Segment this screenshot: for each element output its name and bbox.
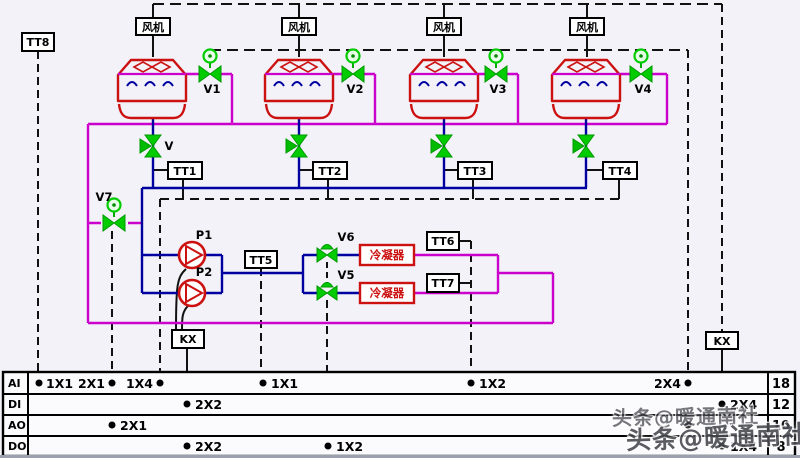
valve-v6-label: V6 <box>338 230 355 244</box>
sensor-tt4: TT4 <box>602 161 638 180</box>
valve-v4-label: V4 <box>635 82 652 96</box>
cooling-tower-2 <box>263 58 335 120</box>
sensor-tt2-label: TT2 <box>319 165 342 178</box>
do-terminal: 2X2 <box>195 439 222 454</box>
relay-box-left: KX <box>171 329 205 349</box>
condenser-2-label: 冷凝器 <box>370 286 405 300</box>
io-count-ai: 18 <box>772 377 790 392</box>
do-terminal: 1X4 <box>730 439 757 454</box>
ai-terminal: 1X1 <box>271 376 298 391</box>
valve-v1: V1 <box>197 48 223 96</box>
supply-pipes <box>86 72 669 325</box>
ai-terminal: 1X1 <box>46 376 73 391</box>
di-terminal: 2X4 <box>730 397 757 412</box>
valve-v2: V2 <box>340 48 366 96</box>
io-count-do: 8 <box>776 440 785 455</box>
tower-outlet-valve-2 <box>285 134 308 158</box>
sensor-tt4-label: TT4 <box>609 165 632 178</box>
tower-outlet-valve-3 <box>430 134 453 158</box>
valve-v5-label: V5 <box>338 268 355 282</box>
valve-v6: V6 <box>316 230 355 263</box>
valve-v3: V3 <box>483 48 509 96</box>
sensor-tt5: TT5 <box>244 250 278 269</box>
cooling-tower-3 <box>408 58 480 120</box>
fan-box-1: 风机 <box>135 17 171 36</box>
valve-v7-label: V7 <box>96 190 113 204</box>
sensor-tt3-label: TT3 <box>464 165 487 178</box>
sensor-tt5-label: TT5 <box>250 254 273 267</box>
bottom-border <box>0 455 800 458</box>
fan-box-3: 风机 <box>426 17 462 36</box>
watermark: 头条@暖通南社 <box>625 419 800 456</box>
sensor-tt1-label: TT1 <box>174 165 197 178</box>
io-row-do-label: DO <box>8 440 26 453</box>
sensor-tt8: TT8 <box>21 32 55 52</box>
tower-outlet-valve-4 <box>572 134 595 158</box>
fan-label: 风机 <box>433 20 455 34</box>
relay-left-label: KX <box>179 333 197 346</box>
io-row-ai-label: AI <box>8 377 21 390</box>
cooling-tower-1 <box>116 58 188 120</box>
relay-box-right: KX <box>705 331 739 350</box>
sensor-tt6: TT6 <box>426 231 460 251</box>
io-row-di-label: DI <box>8 398 21 411</box>
io-terminal-dots <box>35 379 726 450</box>
io-table: AI DI AO DO 18 12 10 8 1X1 2X1 1X4 1X1 1… <box>1 370 797 458</box>
sensor-tt3: TT3 <box>457 161 493 180</box>
fan-box-2: 风机 <box>281 17 317 36</box>
relay-right-label: KX <box>713 335 731 348</box>
cooling-tower-4 <box>550 58 622 120</box>
valve-v-label: V <box>165 139 174 153</box>
ao-terminal: 2X1 <box>120 418 147 433</box>
fan-label: 风机 <box>576 20 598 34</box>
valve-v7: V7 <box>96 190 127 233</box>
pump-p1-label: P1 <box>196 228 212 242</box>
sensor-tt7: TT7 <box>426 273 460 293</box>
sensor-tt7-label: TT7 <box>432 277 455 290</box>
pump-p1: P1 <box>177 228 212 270</box>
fan-label: 风机 <box>288 20 310 34</box>
valve-v1-label: V1 <box>204 82 221 96</box>
tower-outlet-valve-1: V <box>139 134 174 158</box>
io-terminal-labels: 1X1 2X1 1X4 1X1 1X2 2X4 2X2 2X4 2X1 2X2 … <box>46 376 757 454</box>
sensor-tt6-label: TT6 <box>432 235 455 248</box>
io-count-ao: 10 <box>772 419 790 434</box>
di-terminal: 2X2 <box>195 397 222 412</box>
pump-p2: P2 <box>177 265 212 308</box>
valve-v5: V5 <box>316 268 355 301</box>
sensor-tt2: TT2 <box>312 161 348 180</box>
ai-terminal: 1X4 <box>126 376 153 391</box>
condenser-1-label: 冷凝器 <box>370 248 405 262</box>
valve-v3-label: V3 <box>490 82 507 96</box>
io-row-ao-label: AO <box>8 419 26 432</box>
valve-v2-label: V2 <box>347 82 364 96</box>
ai-terminal: 2X4 <box>654 376 681 391</box>
condenser-2: 冷凝器 <box>358 281 416 305</box>
sensor-tt8-label: TT8 <box>27 36 50 49</box>
sensor-tt1: TT1 <box>167 161 203 180</box>
ai-terminal: 1X2 <box>479 376 506 391</box>
valve-v4: V4 <box>628 48 654 96</box>
ai-terminal: 2X1 <box>78 376 105 391</box>
io-count-di: 12 <box>772 398 790 413</box>
do-terminal: 1X2 <box>336 439 363 454</box>
pump-p2-label: P2 <box>196 265 212 279</box>
fan-label: 风机 <box>142 20 164 34</box>
condenser-1: 冷凝器 <box>358 243 416 267</box>
fan-box-4: 风机 <box>569 17 605 36</box>
